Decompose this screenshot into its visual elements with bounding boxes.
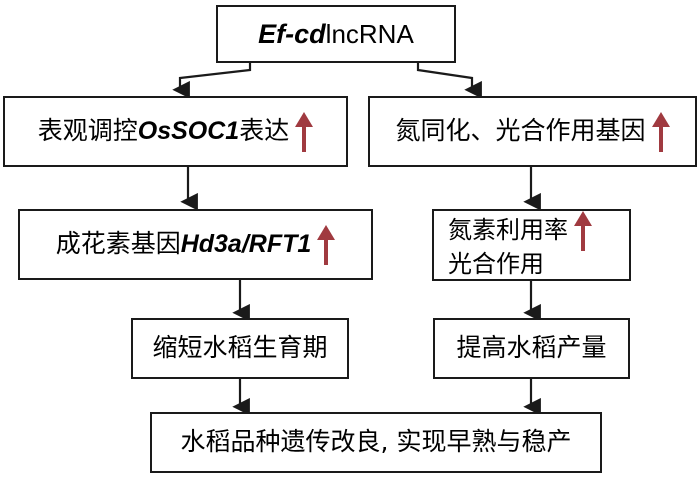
left2-prefix-label: 成花素基因 bbox=[55, 229, 181, 259]
node-left-shorten-growth-period[interactable]: 缩短水稻生育期 bbox=[131, 318, 349, 379]
right3-label: 提高水稻产量 bbox=[456, 333, 607, 363]
up-arrow-icon bbox=[651, 111, 670, 152]
left1-suffix-label: 表达 bbox=[239, 116, 290, 146]
edge-root-to-left1 bbox=[172, 63, 252, 99]
left1-prefix-label: 表观调控 bbox=[37, 116, 138, 146]
up-arrow-icon bbox=[317, 224, 336, 265]
left2-gene-label: Hd3a/RFT1 bbox=[180, 230, 312, 258]
root-gene-label: Ef-cd bbox=[258, 18, 326, 49]
up-arrow-icon bbox=[295, 111, 314, 152]
root-suffix-label: lncRNA bbox=[325, 18, 414, 49]
bottom-label: 水稻品种遗传改良, 实现早熟与稳产 bbox=[180, 427, 572, 457]
left1-gene-label: OsSOC1 bbox=[137, 117, 240, 145]
node-left-florigen-hd3a-rft1[interactable]: 成花素基因 Hd3a/RFT1 bbox=[18, 209, 373, 280]
node-right-increase-yield[interactable]: 提高水稻产量 bbox=[433, 318, 630, 379]
left3-label: 缩短水稻生育期 bbox=[152, 333, 328, 363]
right2-line1-label: 氮素利用率 bbox=[448, 216, 568, 245]
right1-label: 氮同化、光合作用基因 bbox=[395, 116, 646, 146]
right2-line2-label: 光合作用 bbox=[448, 250, 544, 279]
up-arrow-icon bbox=[574, 211, 592, 252]
node-root[interactable]: Ef-cd lncRNA bbox=[216, 5, 456, 63]
node-bottom-breeding-outcome[interactable]: 水稻品种遗传改良, 实现早熟与稳产 bbox=[150, 412, 602, 473]
node-right-nitrogen-use-efficiency[interactable]: 氮素利用率 光合作用 bbox=[432, 209, 631, 281]
edge-root-to-right1 bbox=[416, 63, 482, 99]
node-right-nitrogen-photosynthesis-genes[interactable]: 氮同化、光合作用基因 bbox=[368, 96, 697, 167]
